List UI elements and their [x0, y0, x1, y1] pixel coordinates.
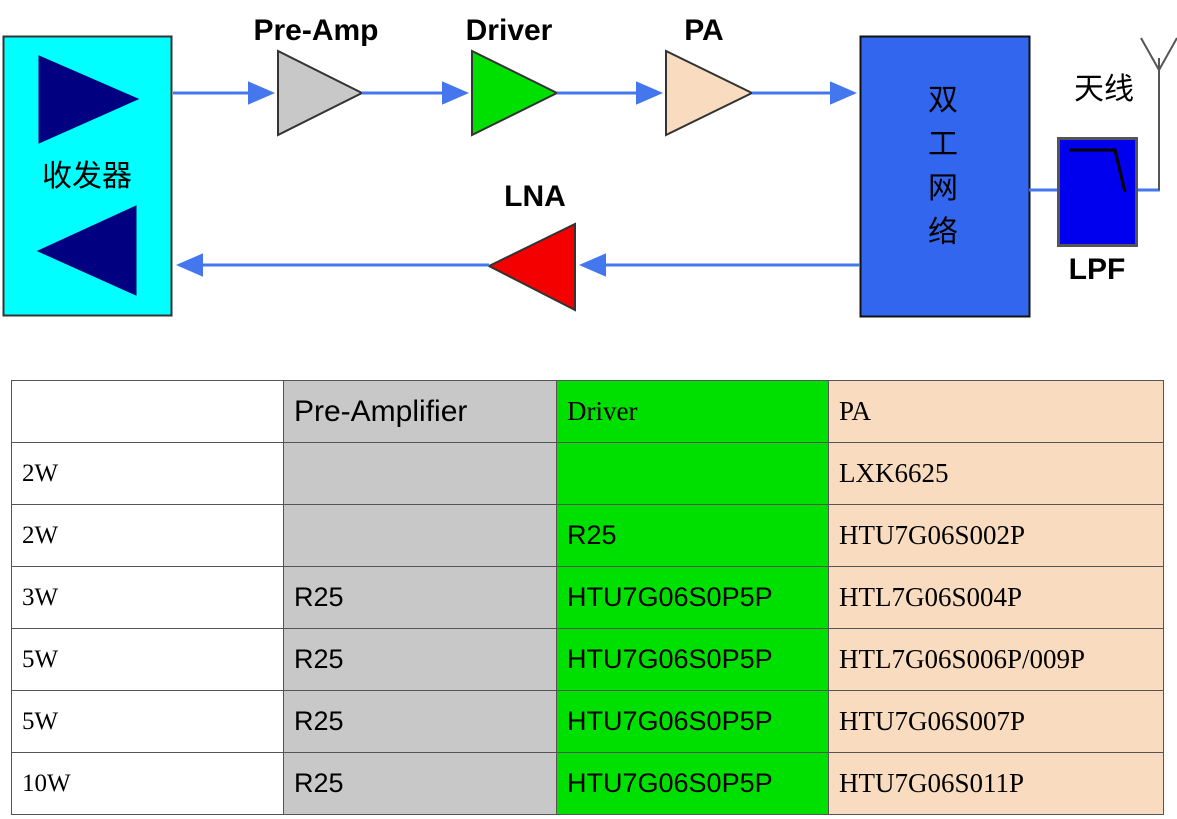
- amplifier-parts-table: Pre-Amplifier Driver PA 2W LXK6625 2W R2…: [11, 380, 1164, 815]
- driver-label: Driver: [466, 14, 553, 47]
- antenna-label: 天线: [1074, 72, 1134, 107]
- duplexer-label-line1: 双: [928, 83, 958, 118]
- antenna-arm-right: [1158, 37, 1177, 71]
- duplexer-block: [859, 35, 1031, 318]
- duplexer-label-line2: 工: [928, 127, 958, 162]
- lpf-response-curve: [1069, 148, 1127, 193]
- cell-pa: HTL7G06S006P/009P: [828, 628, 1164, 691]
- antenna-arm-left: [1140, 37, 1160, 71]
- driver-triangle: [471, 49, 560, 137]
- pa-label: PA: [684, 14, 723, 47]
- pre-amp-label: Pre-Amp: [253, 14, 378, 47]
- pre-amp-triangle: [277, 49, 365, 137]
- cell-pa: HTU7G06S002P: [828, 504, 1164, 567]
- cell-power: 2W: [11, 504, 284, 567]
- cell-pre-amplifier: R25: [283, 566, 557, 629]
- header-driver: Driver: [556, 380, 829, 443]
- table-row: 3W R25 HTU7G06S0P5P HTL7G06S004P: [11, 566, 1164, 629]
- cell-driver: [556, 442, 829, 505]
- lpf-label: LPF: [1069, 253, 1126, 286]
- cell-pa: HTL7G06S004P: [828, 566, 1164, 629]
- cell-pre-amplifier: [283, 504, 557, 567]
- cell-pre-amplifier: R25: [283, 690, 557, 753]
- cell-pa: HTU7G06S007P: [828, 690, 1164, 753]
- header-pa: PA: [828, 380, 1164, 443]
- transceiver-tx-triangle: [38, 55, 140, 144]
- cell-pa: LXK6625: [828, 442, 1164, 505]
- cell-driver: HTU7G06S0P5P: [556, 566, 829, 629]
- table-row: 10W R25 HTU7G06S0P5P HTU7G06S011P: [11, 752, 1164, 815]
- cell-pa: HTU7G06S011P: [828, 752, 1164, 815]
- lna-triangle: [486, 222, 576, 312]
- cell-power: 5W: [11, 690, 284, 753]
- cell-power: 3W: [11, 566, 284, 629]
- cell-pre-amplifier: R25: [283, 628, 557, 691]
- duplexer-label-line4: 络: [928, 215, 958, 250]
- header-pre-amplifier: Pre-Amplifier: [283, 380, 557, 443]
- cell-driver: HTU7G06S0P5P: [556, 752, 829, 815]
- duplexer-label-line3: 网: [928, 171, 958, 206]
- rf-block-diagram: 收发器 Pre-Amp Driver PA 双 工 网 络 LPF: [0, 0, 1177, 370]
- table-header-row: Pre-Amplifier Driver PA: [11, 380, 1164, 443]
- table-row: 2W R25 HTU7G06S002P: [11, 504, 1164, 567]
- cell-driver: HTU7G06S0P5P: [556, 690, 829, 753]
- cell-driver: HTU7G06S0P5P: [556, 628, 829, 691]
- cell-power: 2W: [11, 442, 284, 505]
- pa-triangle: [665, 49, 755, 137]
- table-row: 2W LXK6625: [11, 442, 1164, 505]
- cell-power: 5W: [11, 628, 284, 691]
- lna-label: LNA: [504, 180, 566, 213]
- cell-pre-amplifier: R25: [283, 752, 557, 815]
- header-power: [11, 380, 284, 443]
- transceiver-rx-triangle: [36, 205, 137, 296]
- transceiver-label: 收发器: [42, 159, 132, 194]
- cell-pre-amplifier: [283, 442, 557, 505]
- table-row: 5W R25 HTU7G06S0P5P HTU7G06S007P: [11, 690, 1164, 753]
- table-row: 5W R25 HTU7G06S0P5P HTL7G06S006P/009P: [11, 628, 1164, 691]
- cell-driver: R25: [556, 504, 829, 567]
- cell-power: 10W: [11, 752, 284, 815]
